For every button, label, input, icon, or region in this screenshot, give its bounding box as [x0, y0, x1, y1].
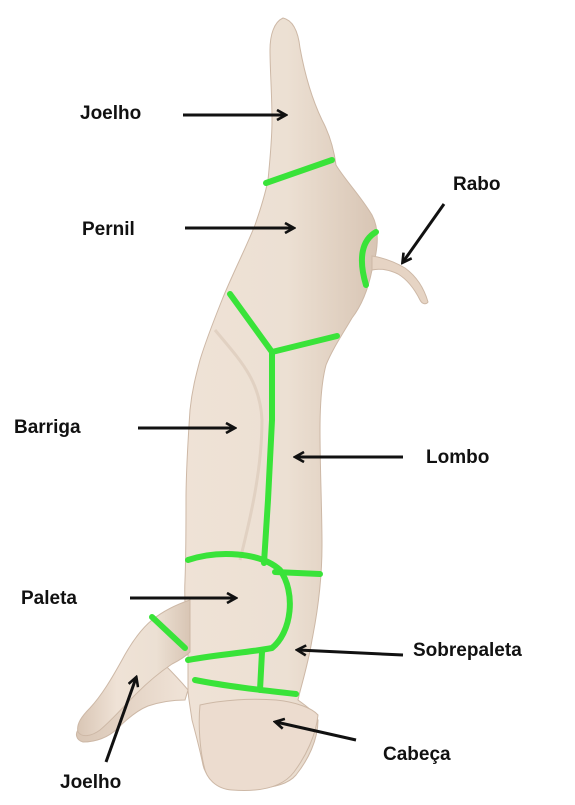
- label-sobrepaleta: Sobrepaleta: [413, 641, 522, 660]
- label-rabo: Rabo: [453, 175, 501, 194]
- arrow-sobrepaleta: [298, 650, 403, 655]
- label-barriga: Barriga: [14, 418, 81, 437]
- carcass-head: [199, 699, 318, 790]
- label-lombo: Lombo: [426, 448, 489, 467]
- carcass: [76, 18, 428, 790]
- cut-line-sobrepaleta-vertical: [260, 652, 262, 690]
- label-paleta: Paleta: [21, 589, 77, 608]
- cut-line-lombo-sobrepaleta: [275, 572, 320, 574]
- arrow-rabo: [403, 204, 444, 262]
- carcass-tail: [372, 256, 428, 304]
- label-pernil: Pernil: [82, 220, 135, 239]
- label-joelho-bottom: Joelho: [60, 773, 121, 792]
- label-cabeca: Cabeça: [383, 745, 451, 764]
- label-joelho-top: Joelho: [80, 104, 141, 123]
- carcass-front-leg: [78, 600, 190, 736]
